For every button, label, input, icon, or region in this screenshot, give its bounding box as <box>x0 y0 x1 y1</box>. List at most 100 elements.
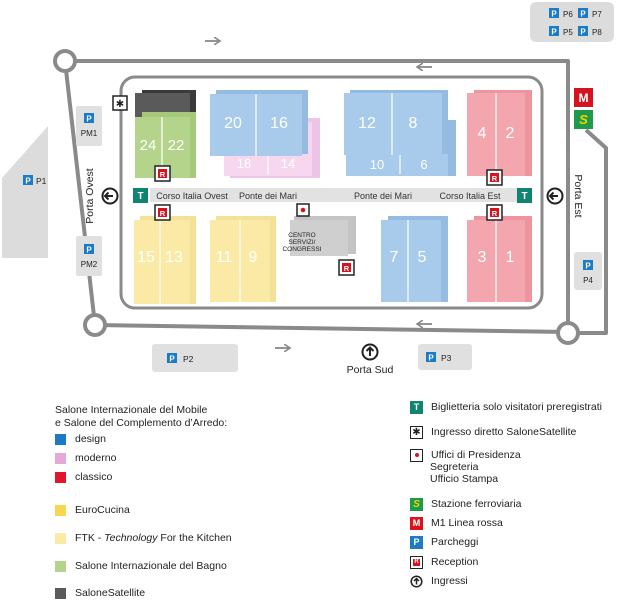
legend-ticket: T Biglietteria solo visitatori preregist… <box>410 400 602 414</box>
svg-text:P6: P6 <box>563 10 573 19</box>
legend-reception-label: Reception <box>431 556 479 568</box>
parking-p1[interactable]: P P1 <box>23 175 47 186</box>
svg-text:P: P <box>169 355 175 364</box>
reception-marker[interactable]: R <box>486 204 503 221</box>
east-ring-extension <box>578 128 608 335</box>
ftk-swatch <box>55 532 66 544</box>
legend-design: design <box>55 432 106 446</box>
svg-text:R: R <box>492 209 498 218</box>
legend-offices-extra: Segreteria Ufficio Stampa <box>430 461 498 485</box>
street-corso-italia-ovest: Corso Italia Ovest <box>156 191 228 201</box>
hall-block-12-8[interactable]: 10 6 12 8 <box>344 90 456 176</box>
centro-line-3: CONGRESSI <box>282 246 321 253</box>
hall-3: 3 <box>478 249 487 266</box>
ticket-office-east[interactable]: T <box>517 188 532 203</box>
legend-satellite-entry-label: Ingresso diretto SaloneSatellite <box>431 426 577 438</box>
legend-metro-label: M1 Linea rossa <box>431 517 503 529</box>
svg-text:R: R <box>160 170 166 179</box>
legend-classico-label: classico <box>75 471 113 483</box>
reception-marker[interactable]: R <box>486 169 503 186</box>
street-ponte-dei-mari-west: Ponte dei Mari <box>239 191 297 201</box>
hall-1: 1 <box>506 249 515 266</box>
svg-text:P8: P8 <box>592 28 602 37</box>
hall-block-4-2[interactable]: 4 2 <box>467 90 532 176</box>
entrance-arrow-south[interactable] <box>361 343 379 361</box>
parking-pm1[interactable]: P PM1 <box>76 106 102 146</box>
fairground-map: Corso Italia Ovest Ponte dei Mari Ponte … <box>2 2 614 376</box>
train-icon: S <box>410 497 423 511</box>
legend-metro: M M1 Linea rossa <box>410 516 503 530</box>
svg-text:P: P <box>585 262 591 271</box>
design-swatch <box>55 433 66 445</box>
reception-marker[interactable]: R <box>154 204 171 221</box>
legend-ticket-label: Biglietteria solo visitatori preregistra… <box>431 401 602 413</box>
hall-22: 22 <box>168 137 185 154</box>
satellite-swatch <box>55 587 66 599</box>
legend-classico: classico <box>55 470 112 484</box>
hall-24: 24 <box>140 137 157 154</box>
offices-icon <box>410 448 423 462</box>
hall-13: 13 <box>165 249 183 266</box>
hall-14: 14 <box>281 156 295 171</box>
legend-eurocucina-label: EuroCucina <box>75 504 130 516</box>
train-station-icon[interactable]: S <box>574 110 593 129</box>
svg-text:P3: P3 <box>441 353 452 363</box>
svg-text:P4: P4 <box>583 276 593 285</box>
legend-design-label: design <box>75 433 106 445</box>
hall-9: 9 <box>249 249 258 266</box>
reception-marker[interactable]: R <box>154 165 171 182</box>
centro-servizi-congressi[interactable]: CENTRO SERVIZI/ CONGRESSI <box>282 216 356 256</box>
centro-line-1: CENTRO <box>288 232 315 239</box>
ticket-icon: T <box>410 400 423 414</box>
parking-p3[interactable]: P P3 <box>418 344 472 370</box>
ticket-office-west[interactable]: T <box>133 188 148 203</box>
legend-train: S Stazione ferroviaria <box>410 497 521 511</box>
legend-bagno-label: Salone Internazionale del Bagno <box>75 560 227 572</box>
legend-parking-label: Parcheggi <box>431 536 479 548</box>
hall-block-3-1[interactable]: 3 1 <box>467 216 532 302</box>
svg-text:P: P <box>86 246 92 255</box>
svg-text:PM2: PM2 <box>81 260 98 269</box>
metro-m1-icon[interactable]: M <box>574 88 593 107</box>
hall-10: 10 <box>370 157 384 172</box>
hall-15: 15 <box>137 249 155 266</box>
legend-ftk: FTK - Technology For the Kitchen <box>55 531 232 545</box>
svg-text:R: R <box>344 264 350 273</box>
legend-ufficio-stampa: Ufficio Stampa <box>430 473 499 485</box>
satellite-entry-marker[interactable]: ✱ <box>112 95 128 111</box>
svg-text:P: P <box>580 10 586 19</box>
roundabout-sw <box>83 313 107 337</box>
svg-text:M: M <box>579 91 589 105</box>
hall-11: 11 <box>216 249 233 266</box>
parking-p2[interactable]: P P2 <box>152 344 238 372</box>
reception-marker[interactable]: R <box>338 259 355 276</box>
legend-satellite: SaloneSatellite <box>55 586 145 600</box>
gate-porta-est: Porta Est <box>572 174 584 217</box>
legend-offices-label: Uffici di Presidenza <box>431 449 521 461</box>
hall-block-15-13[interactable]: 15 13 <box>134 216 196 304</box>
legend-moderno-label: moderno <box>75 452 117 464</box>
hall-block-7-5[interactable]: 7 5 <box>381 216 448 302</box>
svg-text:P: P <box>86 115 92 124</box>
legend-parking: P Parcheggi <box>410 535 478 549</box>
svg-text:P5: P5 <box>563 28 573 37</box>
svg-text:P: P <box>428 354 434 363</box>
parking-p4[interactable]: P P4 <box>574 252 602 290</box>
street-ponte-dei-mari-east: Ponte dei Mari <box>354 191 412 201</box>
legend-ftk-label: FTK - Technology For the Kitchen <box>75 532 232 544</box>
parking-p5-p8[interactable]: P P6 P P7 P P5 P P8 <box>530 2 614 42</box>
svg-text:R: R <box>160 209 166 218</box>
hall-12: 12 <box>358 115 376 132</box>
hall-block-20-16[interactable]: 18 14 20 16 <box>210 90 320 178</box>
entrance-arrow-west[interactable] <box>101 187 119 205</box>
offices-marker[interactable] <box>296 203 310 217</box>
legend-bagno: Salone Internazionale del Bagno <box>55 559 227 573</box>
hall-block-11-9[interactable]: 11 9 <box>210 216 276 302</box>
moderno-swatch <box>55 452 66 464</box>
entrance-arrow-east[interactable] <box>546 187 564 205</box>
legend-heading: Salone Internazionale del Mobile e Salon… <box>55 404 305 430</box>
hall-block-24-22[interactable]: 24 22 <box>135 90 196 178</box>
legend-offices: Uffici di Presidenza <box>410 448 521 462</box>
svg-text:T: T <box>137 191 143 202</box>
parking-pm2[interactable]: P PM2 <box>76 236 102 276</box>
